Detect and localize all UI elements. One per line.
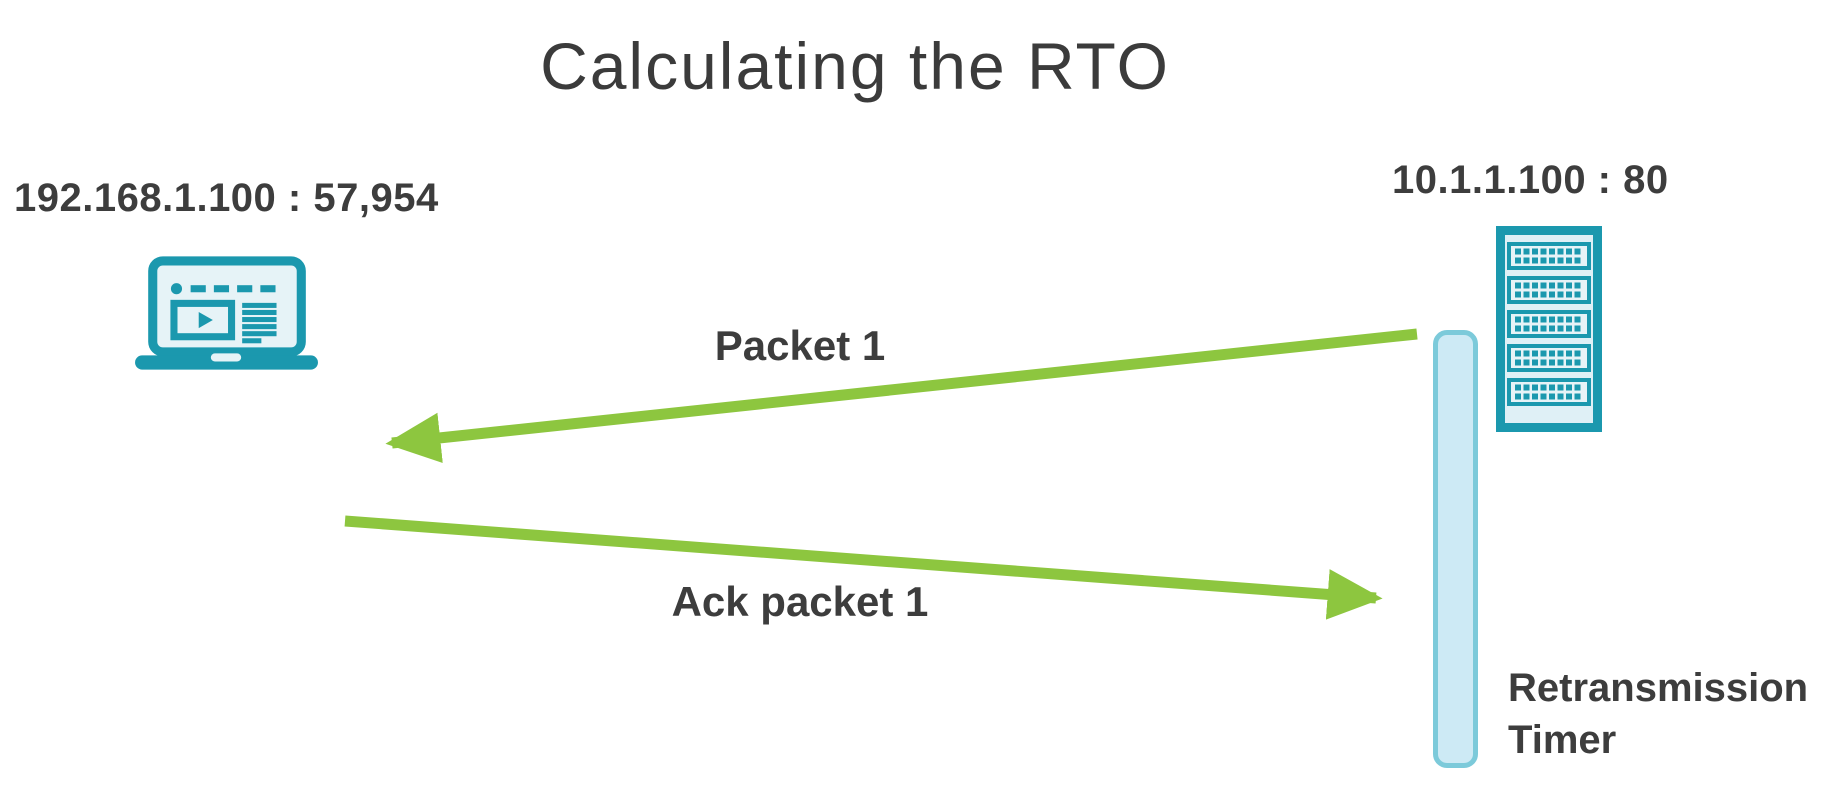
ack-packet1-label: Ack packet 1 xyxy=(671,578,929,625)
retransmission-timer-label: Retransmission Timer xyxy=(1508,666,1809,762)
client-address-label: 192.168.1.100 : 57,954 xyxy=(14,176,439,220)
server-rack-icon xyxy=(1496,226,1602,432)
packet1-arrow xyxy=(385,328,1418,464)
retransmission-timer-bar xyxy=(1433,330,1478,768)
diagram-title: Calculating the RTO xyxy=(540,29,1170,103)
packet1-label: Packet 1 xyxy=(714,322,886,369)
laptop-icon xyxy=(135,256,318,370)
server-address-label: 10.1.1.100 : 80 xyxy=(1392,158,1669,202)
